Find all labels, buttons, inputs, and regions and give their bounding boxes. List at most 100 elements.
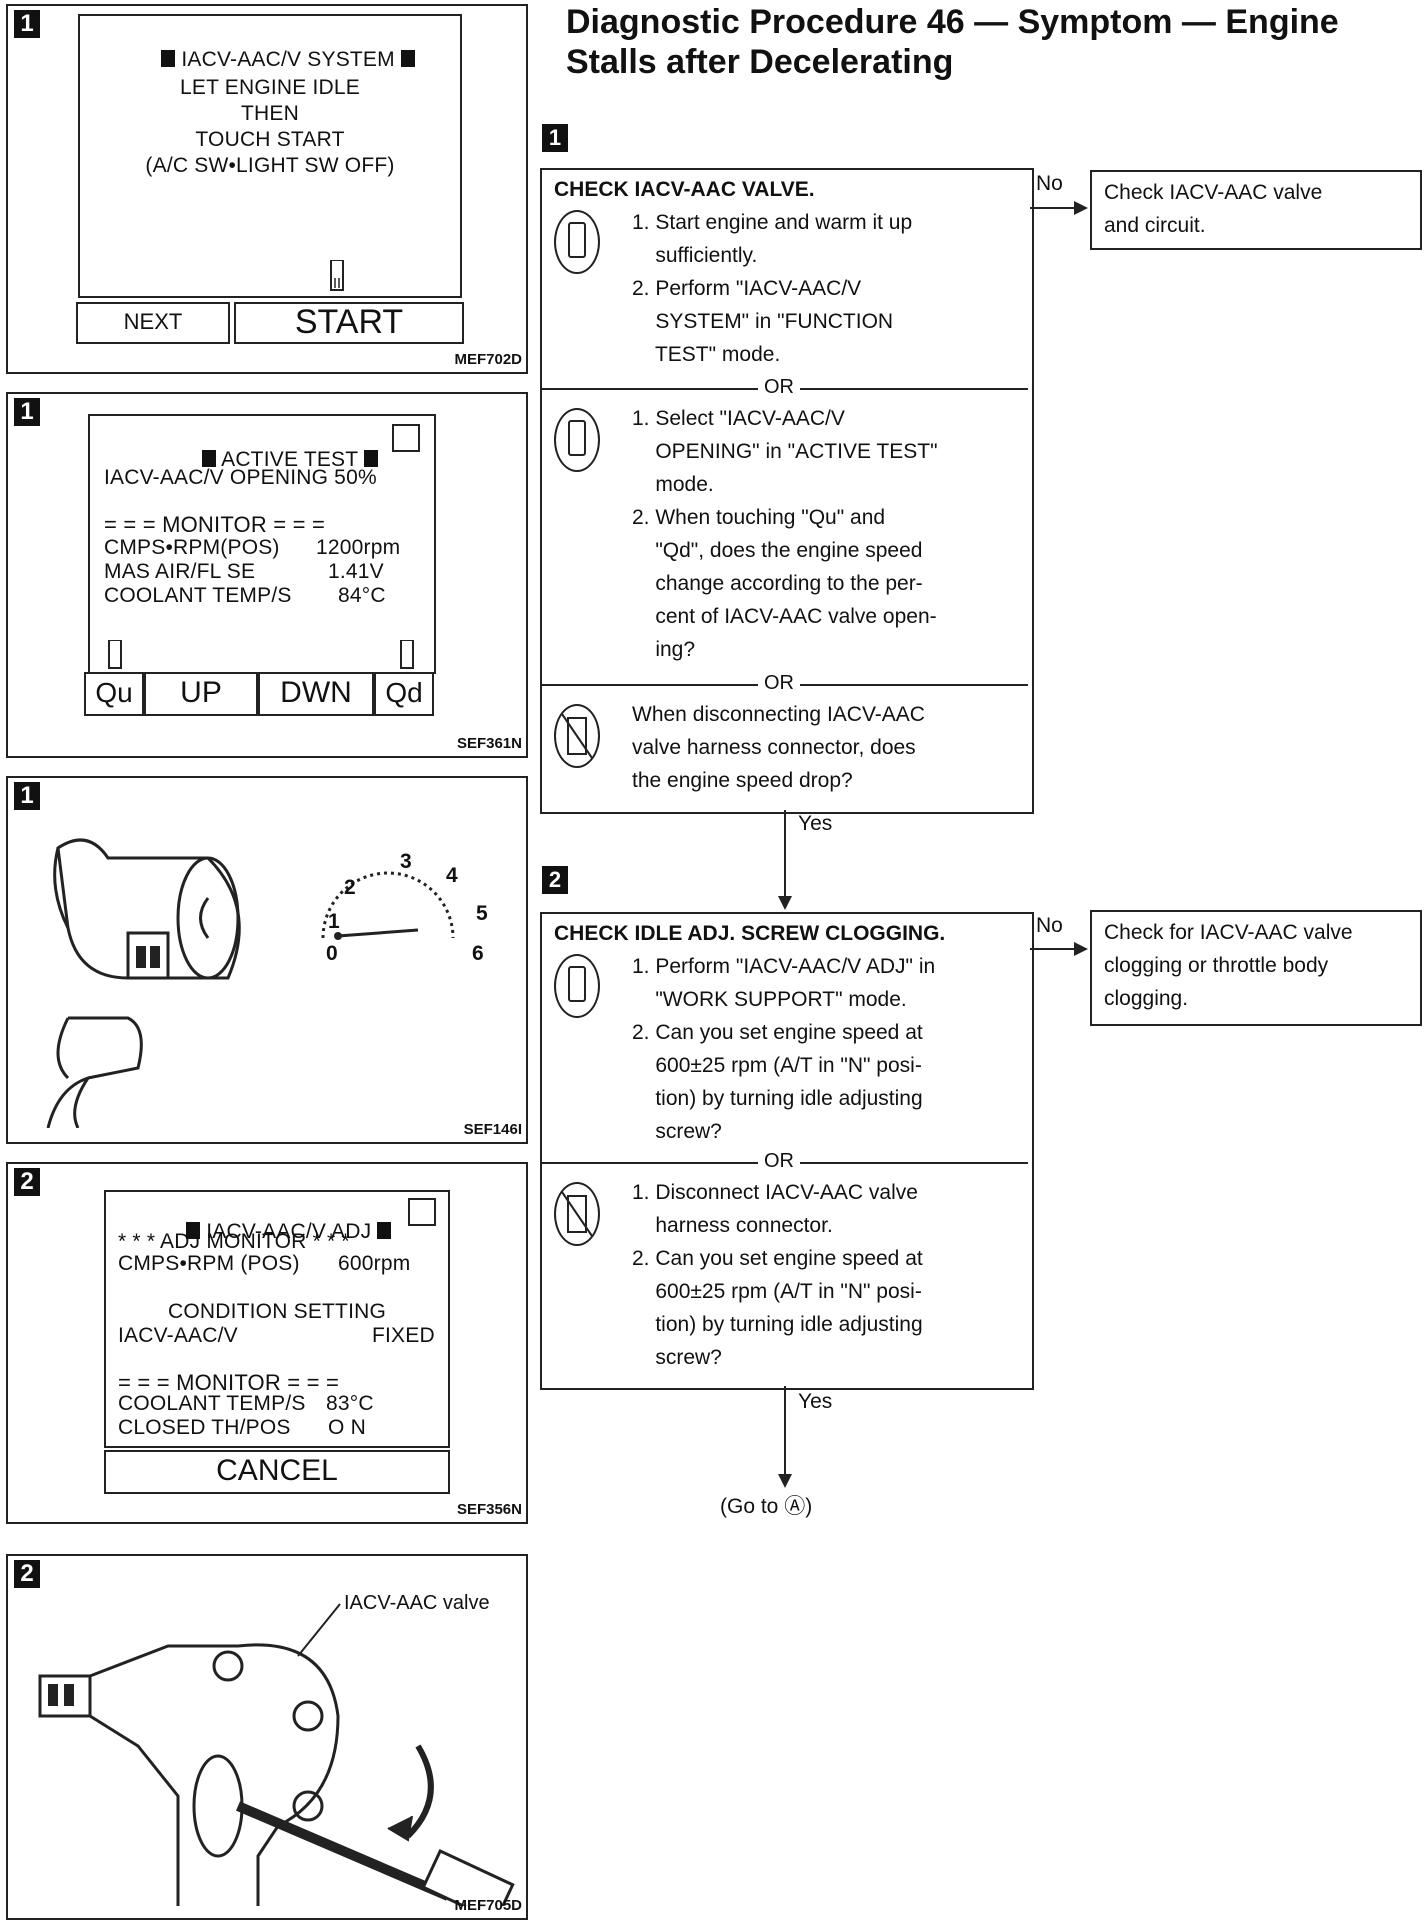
monitor-value: 1200rpm: [316, 536, 401, 559]
gauge-label: 1: [328, 910, 340, 933]
consult-screen: IACV-AAC/V SYSTEM LET ENGINE IDLE THEN T…: [78, 14, 462, 298]
screen-title: ACTIVE TEST: [166, 424, 378, 496]
no-arrow-line: [1030, 207, 1076, 209]
gauge-label: 4: [446, 864, 458, 887]
arrow-down-icon: [778, 1474, 792, 1488]
no-tester-icon: [554, 704, 600, 768]
condition-label: IACV-AAC/V: [118, 1324, 238, 1347]
gauge-label: 3: [400, 850, 412, 873]
arrow-right-icon: [1074, 201, 1088, 215]
checkbox-square[interactable]: [408, 1198, 436, 1226]
tachometer-icon: [321, 871, 455, 940]
monitor-label: COOLANT TEMP/S: [118, 1392, 306, 1415]
gauge-label: 6: [472, 942, 484, 965]
monitor-label: COOLANT TEMP/S: [104, 584, 292, 607]
figure-code: SEF146I: [463, 1121, 522, 1138]
panel-consult-active-test: 1 ACTIVE TEST IACV-AAC/V OPENING 50% = =…: [6, 392, 528, 758]
panel-iacv-valve-screw: 2 IACV-AAC valve MEF705D: [6, 1554, 528, 1920]
result-box: Check IACV-AAC valve and circuit.: [1090, 170, 1422, 250]
iacv-valve-illustration: [38, 1603, 515, 1906]
arrow-right-icon: [1074, 942, 1088, 956]
consult-tester-icon: [554, 954, 600, 1018]
monitor-header: = = = MONITOR = = =: [104, 512, 326, 537]
pointing-finger-icon: [330, 260, 344, 291]
monitor-header: = = = MONITOR = = =: [118, 1370, 340, 1395]
monitor-label: MAS AIR/FL SE: [104, 560, 256, 583]
step-badge: 1: [14, 10, 40, 38]
step-heading: CHECK IACV-AAC VALVE.: [554, 178, 815, 201]
figure-code: MEF705D: [454, 1897, 522, 1914]
down-button[interactable]: DWN: [258, 672, 374, 716]
panel-consult-iacv-system: 1 IACV-AAC/V SYSTEM LET ENGINE IDLE THEN…: [6, 4, 528, 374]
adj-monitor-header: * * * ADJ MONITOR * * *: [118, 1230, 350, 1253]
figure-code: SEF356N: [456, 1501, 522, 1518]
page-title: Diagnostic Procedure 46 — Symptom — Engi…: [566, 3, 1339, 81]
cancel-button[interactable]: CANCEL: [104, 1450, 450, 1494]
yes-label: Yes: [798, 1390, 833, 1413]
valve-callout: IACV-AAC valve: [344, 1592, 490, 1614]
result-text: Check for IACV-AAC valve clogging or thr…: [1104, 921, 1353, 1010]
step-heading: CHECK IDLE ADJ. SCREW CLOGGING.: [554, 922, 946, 945]
step-badge: 1: [14, 398, 40, 426]
monitor-label: CLOSED TH/POS: [118, 1416, 291, 1439]
or-separator: OR: [758, 376, 800, 399]
step-instructions: 1. Disconnect IACV-AAC valve harness con…: [632, 1181, 923, 1369]
screen-title: IACV-AAC/V ADJ: [150, 1196, 392, 1268]
yes-arrow-line: [784, 1386, 786, 1476]
screen-line: THEN: [241, 102, 299, 125]
figure-code: SEF361N: [456, 735, 522, 752]
result-text: Check IACV-AAC valve and circuit.: [1104, 181, 1323, 237]
condition-value: FIXED: [372, 1324, 435, 1347]
gauge-label: 5: [476, 902, 488, 925]
opening-value: IACV-AAC/V OPENING 50%: [104, 466, 377, 489]
or-separator: OR: [758, 672, 800, 695]
yes-label: Yes: [798, 812, 833, 835]
monitor-value: 1.41V: [328, 560, 384, 583]
step-instructions: 1. Perform "IACV-AAC/V ADJ" in "WORK SUP…: [632, 955, 936, 1143]
monitor-value: O N: [328, 1416, 366, 1439]
condition-header: CONDITION SETTING: [167, 1300, 387, 1323]
gauge-label: 2: [344, 876, 356, 899]
iacv-connector-illustration: [46, 838, 241, 1128]
check-idle-screw-box: CHECK IDLE ADJ. SCREW CLOGGING. 1. Perfo…: [540, 912, 1034, 1390]
pointing-finger-icon: [108, 640, 122, 669]
check-iacv-valve-box: CHECK IACV-AAC VALVE. 1. Start engine an…: [540, 168, 1034, 814]
checkbox-square[interactable]: [392, 424, 420, 452]
qu-button[interactable]: Qu: [84, 672, 144, 716]
start-button[interactable]: START: [234, 302, 464, 344]
goto-link[interactable]: (Go to Ⓐ): [720, 1495, 813, 1518]
screen-line: (A/C SW•LIGHT SW OFF): [145, 154, 395, 177]
arrow-down-icon: [778, 896, 792, 910]
result-box: Check for IACV-AAC valve clogging or thr…: [1090, 910, 1422, 1026]
panel-connector-tachometer: 1 0 1 2 3 4 5 6 SEF146I: [6, 776, 528, 1144]
no-tester-icon: [554, 1182, 600, 1246]
monitor-value: 600rpm: [338, 1252, 411, 1275]
step-badge: 1: [542, 124, 568, 152]
step-instructions: When disconnecting IACV-AAC valve harnes…: [632, 703, 925, 792]
screen-line: TOUCH START: [195, 128, 345, 151]
or-separator: OR: [758, 1150, 800, 1173]
step-instructions: 1. Select "IACV-AAC/V OPENING" in "ACTIV…: [632, 407, 938, 661]
figure-code: MEF702D: [454, 351, 522, 368]
gauge-label: 0: [326, 942, 338, 965]
screen-line: LET ENGINE IDLE: [179, 76, 360, 99]
no-label: No: [1036, 172, 1063, 195]
monitor-label: CMPS•RPM (POS): [118, 1252, 300, 1275]
consult-screen: ACTIVE TEST IACV-AAC/V OPENING 50% = = =…: [88, 414, 436, 674]
monitor-value: 83°C: [326, 1392, 374, 1415]
pointing-finger-icon: [400, 640, 414, 669]
no-arrow-line: [1030, 948, 1076, 950]
up-button[interactable]: UP: [144, 672, 258, 716]
step-instructions: 1. Start engine and warm it up sufficien…: [632, 211, 913, 366]
next-button[interactable]: NEXT: [76, 302, 230, 344]
screen-title: IACV-AAC/V SYSTEM: [80, 24, 460, 96]
step-badge: 2: [14, 1168, 40, 1196]
no-label: No: [1036, 914, 1063, 937]
yes-arrow-line: [784, 810, 786, 898]
step-badge: 1: [14, 782, 40, 810]
qd-button[interactable]: Qd: [374, 672, 434, 716]
consult-tester-icon: [554, 408, 600, 472]
panel-consult-adj: 2 IACV-AAC/V ADJ * * * ADJ MONITOR * * *…: [6, 1162, 528, 1524]
monitor-label: CMPS•RPM(POS): [104, 536, 280, 559]
monitor-value: 84°C: [338, 584, 386, 607]
